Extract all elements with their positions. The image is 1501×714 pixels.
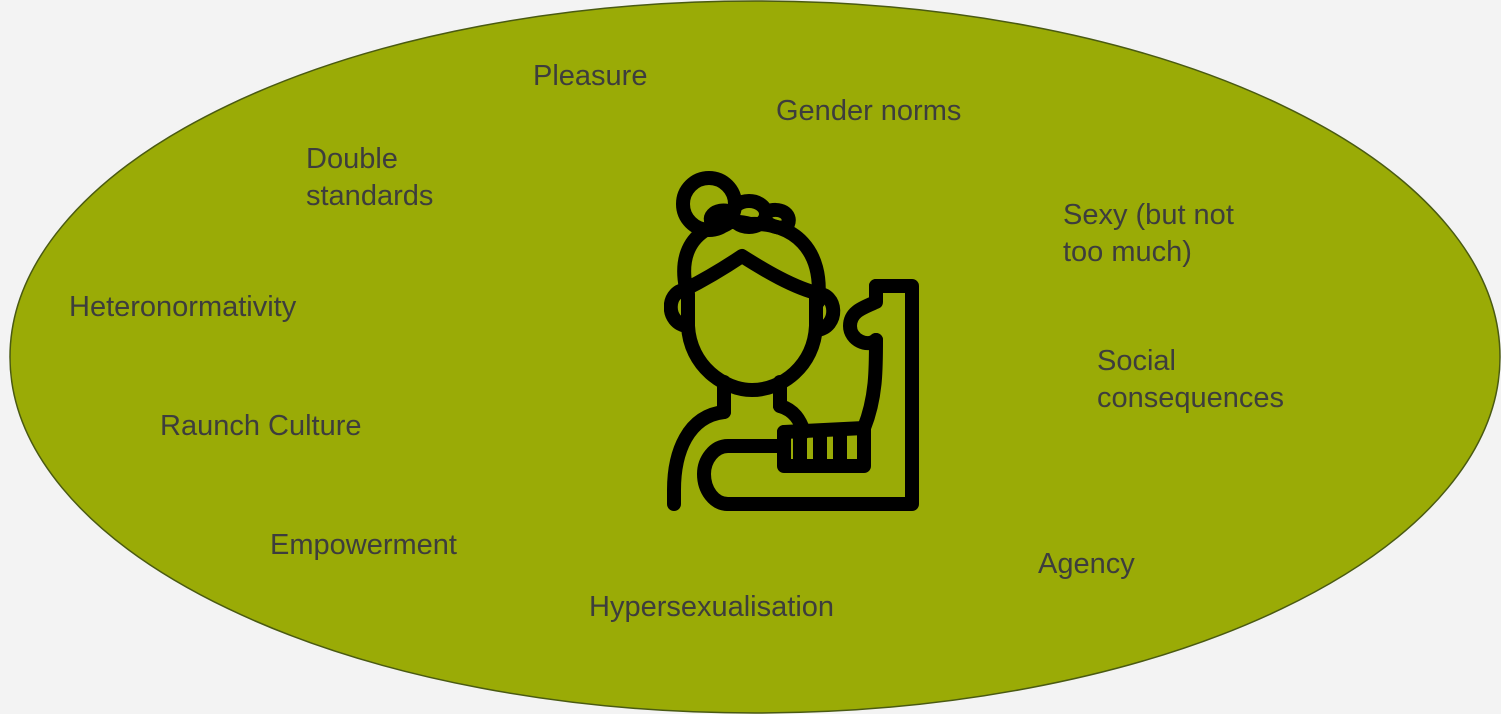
term-agency: Agency <box>1038 546 1135 583</box>
term-gender-norms: Gender norms <box>776 93 961 130</box>
term-social-consequences-line-1: Social <box>1097 345 1176 377</box>
term-hypersexualisation-line-1: Hypersexualisation <box>589 591 835 623</box>
term-hypersexualisation: Hypersexualisation <box>589 589 834 626</box>
term-empowerment: Empowerment <box>270 527 457 564</box>
term-sexy: Sexy (but not too much) <box>1063 197 1234 271</box>
term-empowerment-line-1: Empowerment <box>270 529 457 561</box>
term-sexy-line-2: too much) <box>1063 236 1192 268</box>
term-double-standards-line-2: standards <box>306 180 434 212</box>
term-sexy-line-1: Sexy (but not <box>1063 199 1234 231</box>
term-agency-line-1: Agency <box>1038 548 1135 580</box>
term-raunch-culture-line-1: Raunch Culture <box>160 410 362 442</box>
term-heteronormativity: Heteronormativity <box>69 289 296 326</box>
term-double-standards-line-1: Double <box>306 143 398 175</box>
woman-flexing-arm-icon <box>663 170 928 512</box>
term-pleasure-line-1: Pleasure <box>533 60 648 92</box>
term-social-consequences: Social consequences <box>1097 343 1284 417</box>
term-pleasure: Pleasure <box>533 58 647 95</box>
term-raunch-culture: Raunch Culture <box>160 408 362 445</box>
term-double-standards: Double standards <box>306 141 433 215</box>
term-social-consequences-line-2: consequences <box>1097 382 1285 414</box>
ellipse-shape <box>9 0 1501 714</box>
term-gender-norms-line-1: Gender norms <box>776 95 962 127</box>
term-heteronormativity-line-1: Heteronormativity <box>69 291 297 323</box>
